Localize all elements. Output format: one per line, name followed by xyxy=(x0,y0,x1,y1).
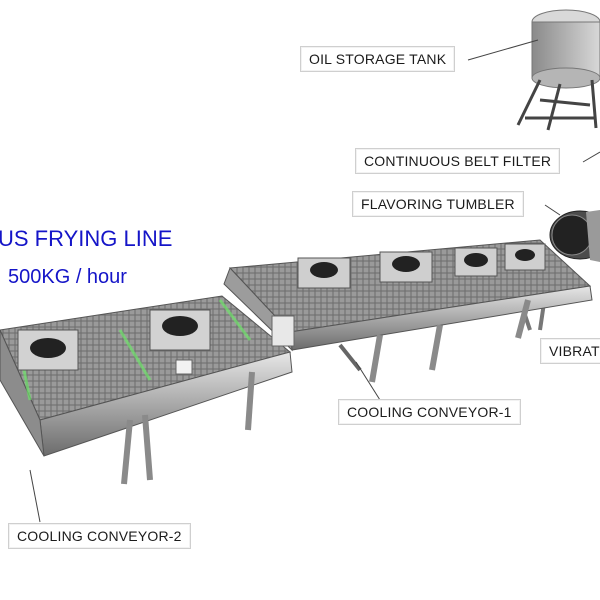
cooling-conveyor-2 xyxy=(0,295,295,485)
leader-lines xyxy=(29,39,600,523)
label-continuous-belt-filter: CONTINUOUS BELT FILTER xyxy=(355,148,561,174)
cooling-conveyor-1 xyxy=(223,239,593,383)
label-oil-storage-tank: OIL STORAGE TANK xyxy=(300,46,456,72)
label-cooling-conveyor-1: COOLING CONVEYOR-1 xyxy=(338,399,521,425)
label-flavoring-tumbler: FLAVORING TUMBLER xyxy=(352,191,524,217)
label-cooling-conveyor-2: COOLING CONVEYOR-2 xyxy=(8,523,191,549)
oil-storage-tank xyxy=(516,9,600,131)
headline-line-2: 500KG / hour xyxy=(8,266,127,288)
headline-line-1: US FRYING LINE xyxy=(0,226,173,251)
flavoring-tumbler xyxy=(518,210,600,331)
label-vibrator: VIBRAT xyxy=(540,338,600,364)
